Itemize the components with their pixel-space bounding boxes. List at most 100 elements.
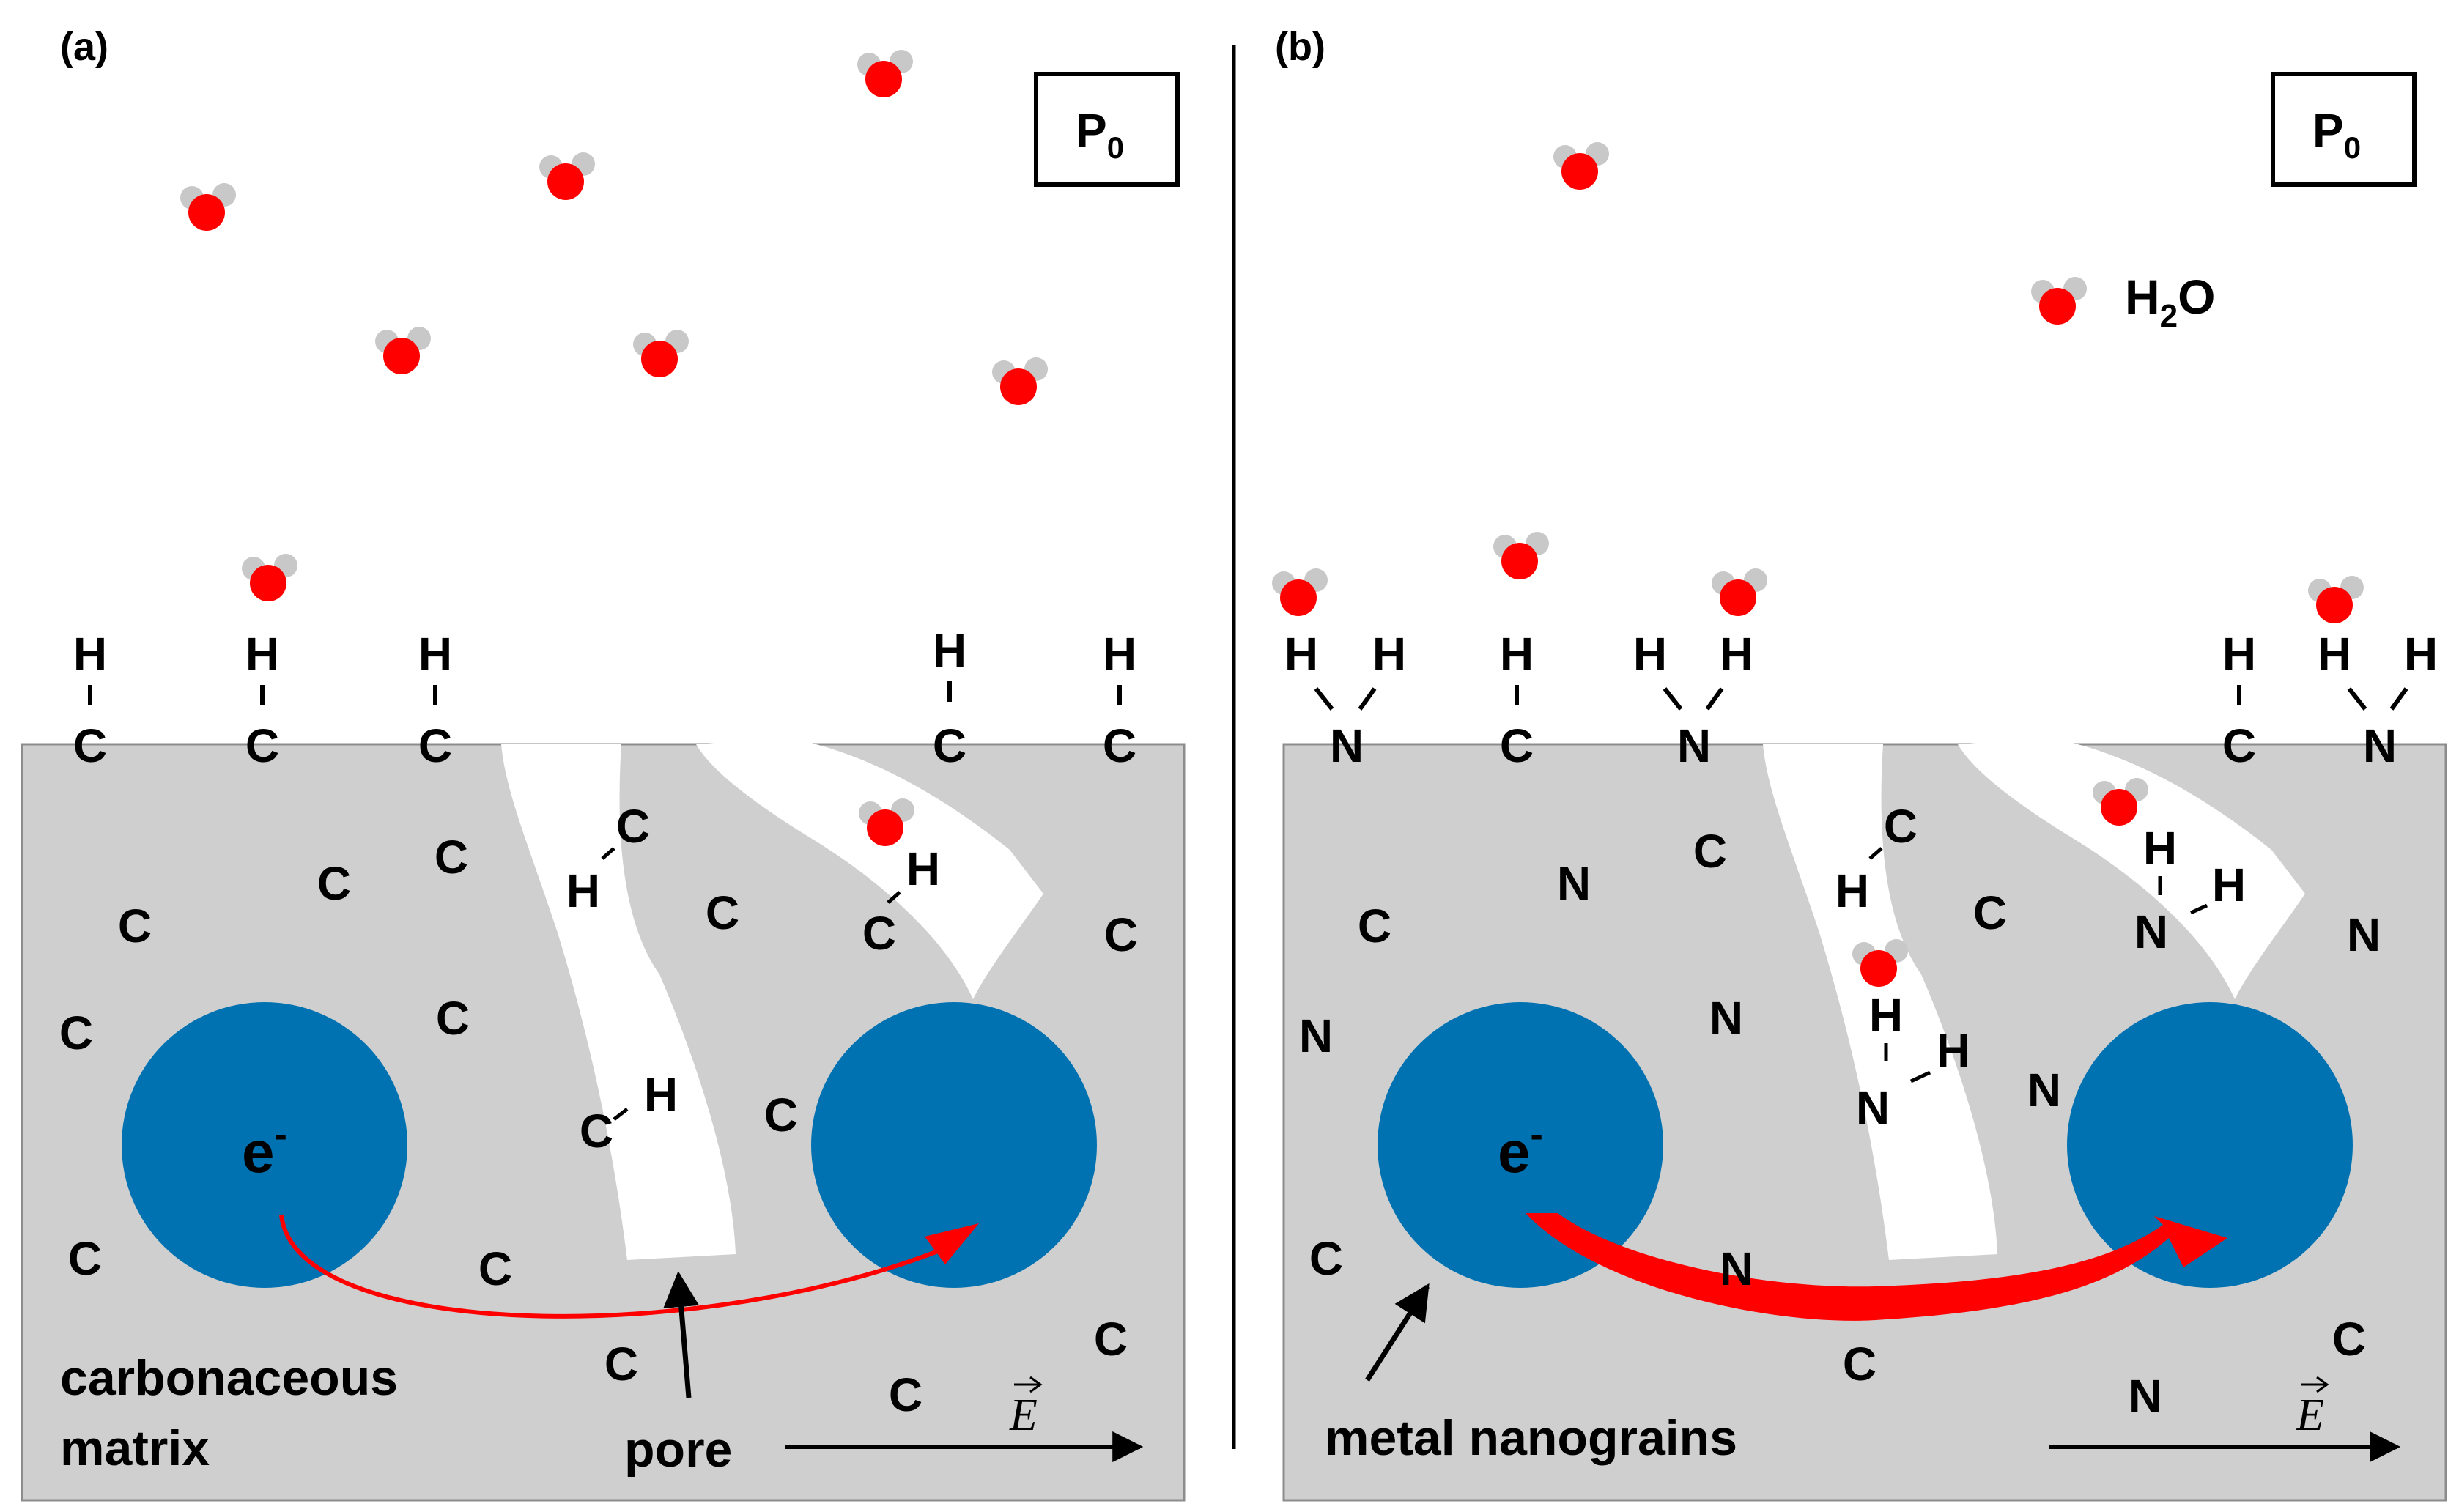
panel-b-field-label: E (2296, 1390, 2324, 1440)
surface-nh2-group: H H N (1633, 628, 1753, 772)
svg-text:N: N (1677, 719, 1711, 772)
svg-text:H: H (1284, 628, 1318, 681)
svg-text:N: N (1720, 1242, 1753, 1295)
panel-a-surface-groups: H C H C H C H C H C (73, 624, 1136, 772)
svg-text:C: C (616, 800, 650, 853)
svg-text:C: C (2222, 719, 2256, 772)
water-molecule-icon (857, 50, 913, 97)
svg-text:C: C (862, 907, 896, 960)
water-molecule-icon (2308, 576, 2364, 623)
svg-text:H: H (906, 842, 940, 895)
panel-a-pore-ch-groups: C H H C C H (566, 800, 940, 1157)
water-legend-label: H2O (2125, 270, 2216, 334)
panel-b-nanograin-label: metal nanograins (1325, 1410, 1737, 1466)
water-molecule-icon (539, 152, 595, 200)
panel-b-pore-branch (1958, 738, 2305, 999)
svg-text:C: C (889, 1368, 922, 1421)
water-molecule-icon (1712, 568, 1767, 616)
panel-b-matrix-atoms: C N C C N N N N C N C N C (1299, 825, 2381, 1423)
surface-ch-group: H C (1103, 628, 1136, 772)
water-molecule-icon (992, 357, 1048, 405)
svg-text:C: C (59, 1007, 93, 1059)
svg-text:N: N (1330, 719, 1364, 772)
panel-a-pore-channel (501, 744, 736, 1260)
svg-text:C: C (68, 1232, 102, 1285)
surface-ch-group: H C (245, 628, 279, 772)
panel-a-electron-label: e- (242, 1113, 287, 1185)
svg-text:H: H (245, 628, 279, 681)
svg-text:N: N (1299, 1009, 1333, 1062)
surface-ch-group: H C (418, 628, 452, 772)
svg-text:H: H (418, 628, 452, 681)
svg-text:C: C (73, 719, 107, 772)
svg-text:H: H (1633, 628, 1667, 681)
panel-b-electron-label: e- (1498, 1113, 1543, 1185)
svg-text:H: H (1937, 1024, 1970, 1077)
panel-a-pressure-label: P0 (1076, 104, 1124, 165)
svg-text:H: H (2143, 822, 2177, 875)
panel-a: (a) P0 e- pore E carbonaceous matrix H (21, 25, 1186, 1502)
svg-text:H: H (566, 864, 600, 917)
svg-text:C: C (478, 1242, 512, 1295)
svg-text:C: C (1843, 1338, 1876, 1390)
svg-text:C: C (118, 900, 152, 952)
water-molecule-icon (633, 330, 689, 377)
panel-b-nanograin-pointer-arrow (1365, 1283, 1430, 1382)
svg-text:C: C (317, 857, 351, 910)
svg-text:C: C (436, 992, 470, 1045)
svg-text:N: N (2347, 908, 2381, 961)
svg-text:C: C (1500, 719, 1534, 772)
panel-b-surface-groups: H H N H C H H N H C (1284, 628, 2438, 772)
svg-text:N: N (1856, 1081, 1890, 1134)
panel-a-electron-hop-arrowhead (925, 1223, 979, 1264)
panel-a-nanograin-left (122, 1002, 407, 1288)
svg-text:C: C (1884, 800, 1918, 853)
water-molecule-icon (1493, 532, 1549, 579)
panel-b-pressure-box (2271, 72, 2417, 187)
svg-text:H: H (2404, 628, 2438, 681)
water-molecule-icon (1553, 142, 1609, 190)
svg-text:C: C (706, 886, 739, 939)
panel-a-matrix-label-line1: carbonaceous (60, 1350, 398, 1406)
svg-text:C: C (1358, 900, 1391, 952)
svg-text:C: C (245, 719, 279, 772)
svg-text:C: C (1973, 886, 2007, 939)
panel-a-field-label: E (1009, 1390, 1038, 1440)
panel-b-electron-hop-arrow (1526, 1213, 2227, 1321)
svg-text:H: H (1720, 628, 1753, 681)
svg-text:H: H (1103, 628, 1136, 681)
svg-text:C: C (1693, 825, 1727, 878)
panel-a-pore-pointer-arrow (663, 1271, 700, 1398)
surface-ch-group: H C (73, 628, 107, 772)
panel-a-field-vector-mark (1014, 1376, 1043, 1393)
svg-text:H: H (2222, 628, 2256, 681)
surface-nh2-group: H H N (1284, 628, 1406, 772)
surface-ch-group: H C (933, 624, 966, 772)
panel-a-pressure-box (1034, 72, 1180, 187)
svg-text:C: C (418, 719, 452, 772)
surface-ch-group: H C (2222, 628, 2256, 772)
panel-a-label: (a) (60, 25, 108, 69)
svg-text:C: C (1094, 1313, 1128, 1365)
panel-b: (b) P0 H2O e- metal nanograins E H H (1272, 25, 2447, 1502)
svg-text:H: H (644, 1068, 678, 1121)
panel-a-matrix-label-line2: matrix (60, 1420, 210, 1476)
svg-text:N: N (1557, 857, 1591, 910)
panel-b-nanograin-right (2067, 1002, 2353, 1288)
svg-text:H: H (1372, 628, 1406, 681)
svg-text:H: H (933, 624, 966, 677)
svg-text:C: C (764, 1089, 798, 1141)
panel-a-pore-branch (696, 738, 1043, 999)
svg-text:H: H (1835, 864, 1869, 917)
svg-text:N: N (2027, 1064, 2061, 1116)
svg-text:N: N (1709, 992, 1743, 1045)
panel-b-pressure-label: P0 (2312, 104, 2361, 165)
water-molecule-icon (2031, 277, 2087, 325)
svg-text:C: C (1103, 719, 1136, 772)
svg-text:N: N (2129, 1370, 2162, 1423)
water-molecule-icon (375, 327, 431, 374)
svg-text:H: H (1869, 989, 1903, 1042)
svg-text:C: C (435, 831, 468, 883)
svg-text:C: C (2332, 1313, 2366, 1365)
panel-b-label: (b) (1275, 25, 1325, 69)
